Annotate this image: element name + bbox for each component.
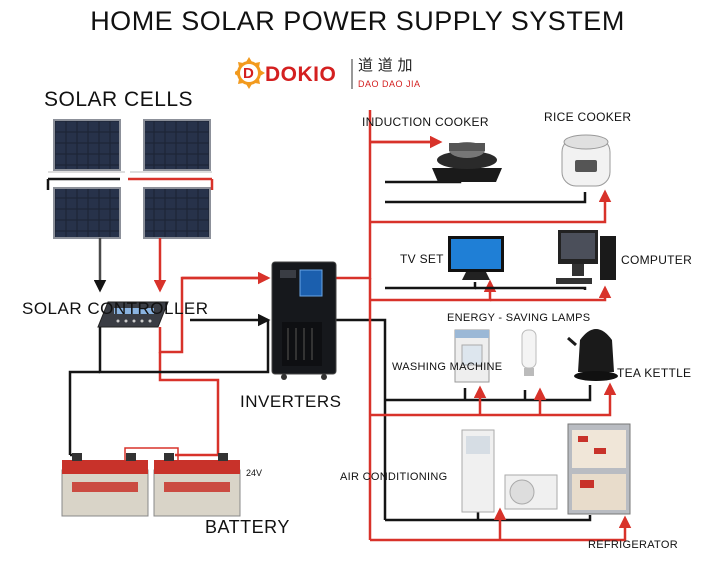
battery-bank [61,453,241,517]
air-conditioning-image [461,429,558,513]
solar-panel-array [53,119,211,239]
energy-saving-lamp-image [521,329,537,376]
washing-machine-label: WASHING MACHINE [392,361,503,373]
washing-machine-image [454,329,490,383]
computer-label: COMPUTER [621,253,693,267]
tv-set-label: TV SET [400,252,444,266]
solar-controller-device [97,301,169,328]
refrigerator-image [567,423,631,515]
rice-cooker-image [561,134,611,187]
dokio-sun-badge-icon [235,57,353,89]
diagram-title: HOME SOLAR POWER SUPPLY SYSTEM [90,6,625,36]
air-conditioning-label: AIR CONDITIONING [340,471,448,483]
brand-name: DOKIO [265,63,337,86]
tea-kettle-image [567,329,618,381]
solar-panel [143,187,211,239]
battery-label: BATTERY [205,517,290,537]
logo-badge-letter: D [243,65,254,82]
solar-cells-label: SOLAR CELLS [44,88,194,111]
computer-image [556,230,616,284]
induction-cooker-label: INDUCTION COOKER [362,115,489,129]
battery-unit [153,453,241,517]
induction-cooker-image [432,142,502,182]
solar-panel [143,119,211,171]
tea-kettle-label: TEA KETTLE [617,366,692,380]
solar-panel [53,187,121,239]
tv-set-image [448,236,504,280]
battery-voltage-label: 24V [246,468,263,478]
refrigerator-label: REFRIGERATOR [588,539,678,551]
brand-logo: D DOKIO 道 道 加 DAO DAO JIA [235,55,450,95]
battery-unit [61,453,149,517]
energy-saving-lamps-label: ENERGY - SAVING LAMPS [447,312,591,324]
inverters-label: INVERTERS [240,392,342,411]
brand-chinese-name: 道 道 加 [358,56,413,74]
rice-cooker-label: RICE COOKER [544,110,632,124]
brand-pinyin: DAO DAO JIA [358,79,421,89]
solar-controller-label: SOLAR CONTROLLER [22,299,209,318]
solar-panel [53,119,121,171]
inverter-device [271,261,337,380]
